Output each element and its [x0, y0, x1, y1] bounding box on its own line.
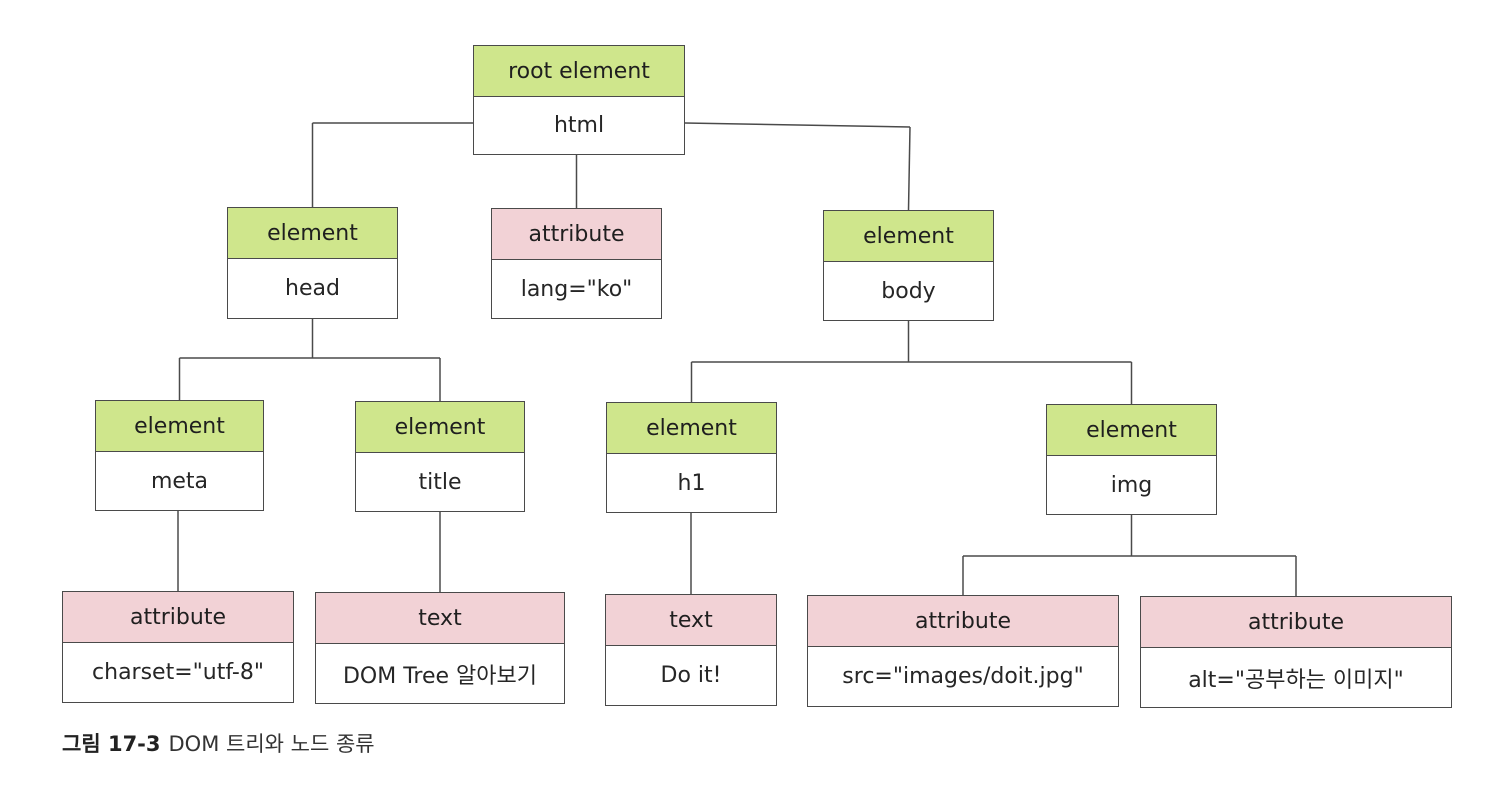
node-type-label: element [228, 208, 397, 259]
node-type-label: element [824, 211, 993, 262]
node-title: element title [355, 401, 525, 512]
node-type-label: element [607, 403, 776, 454]
node-value-label: head [285, 276, 340, 301]
connector-line [684, 122, 911, 128]
node-value-label: html [553, 113, 605, 138]
node-value-label: charset="utf-8" [92, 660, 264, 685]
node-value-label: body [881, 278, 936, 304]
figure-caption: 그림 17-3 DOM 트리와 노드 종류 [62, 728, 375, 758]
node-body: element body [823, 210, 994, 321]
node-type-label: attribute [492, 209, 661, 260]
node-value-label: meta [150, 468, 209, 494]
node-value-label: DOM Tree 알아보기 [342, 663, 538, 689]
node-html: root element html [473, 45, 685, 155]
node-lang: attribute lang="ko" [491, 208, 662, 319]
node-type-label: element [96, 401, 263, 452]
node-type-label: element [356, 402, 524, 453]
node-value-label: alt="공부하는 이미지" [1188, 667, 1404, 693]
node-charset: attribute charset="utf-8" [62, 591, 294, 703]
node-head: element head [227, 207, 398, 319]
node-type-label: attribute [63, 592, 293, 643]
node-h1-text: text Do it! [605, 594, 777, 706]
node-value-label: src="images/doit.jpg" [842, 664, 1084, 689]
figure-caption-text: DOM 트리와 노드 종류 [168, 732, 375, 756]
node-type-label: element [1047, 405, 1216, 456]
node-meta: element meta [95, 400, 264, 511]
node-value-label: lang="ko" [520, 276, 633, 302]
node-src: attribute src="images/doit.jpg" [807, 595, 1119, 707]
connector-line [907, 126, 911, 211]
node-img: element img [1046, 404, 1217, 515]
node-value-label: title [418, 469, 462, 495]
node-value-label: Do it! [660, 663, 722, 688]
node-type-label: text [316, 593, 564, 644]
node-type-label: text [606, 595, 776, 646]
node-h1: element h1 [606, 402, 777, 513]
node-value-label: h1 [677, 470, 706, 496]
node-value-label: img [1110, 472, 1153, 498]
node-type-label: root element [474, 46, 684, 97]
figure-number: 그림 17-3 [62, 732, 161, 756]
node-alt: attribute alt="공부하는 이미지" [1140, 596, 1452, 708]
node-type-label: attribute [1141, 597, 1451, 648]
node-type-label: attribute [808, 596, 1118, 647]
